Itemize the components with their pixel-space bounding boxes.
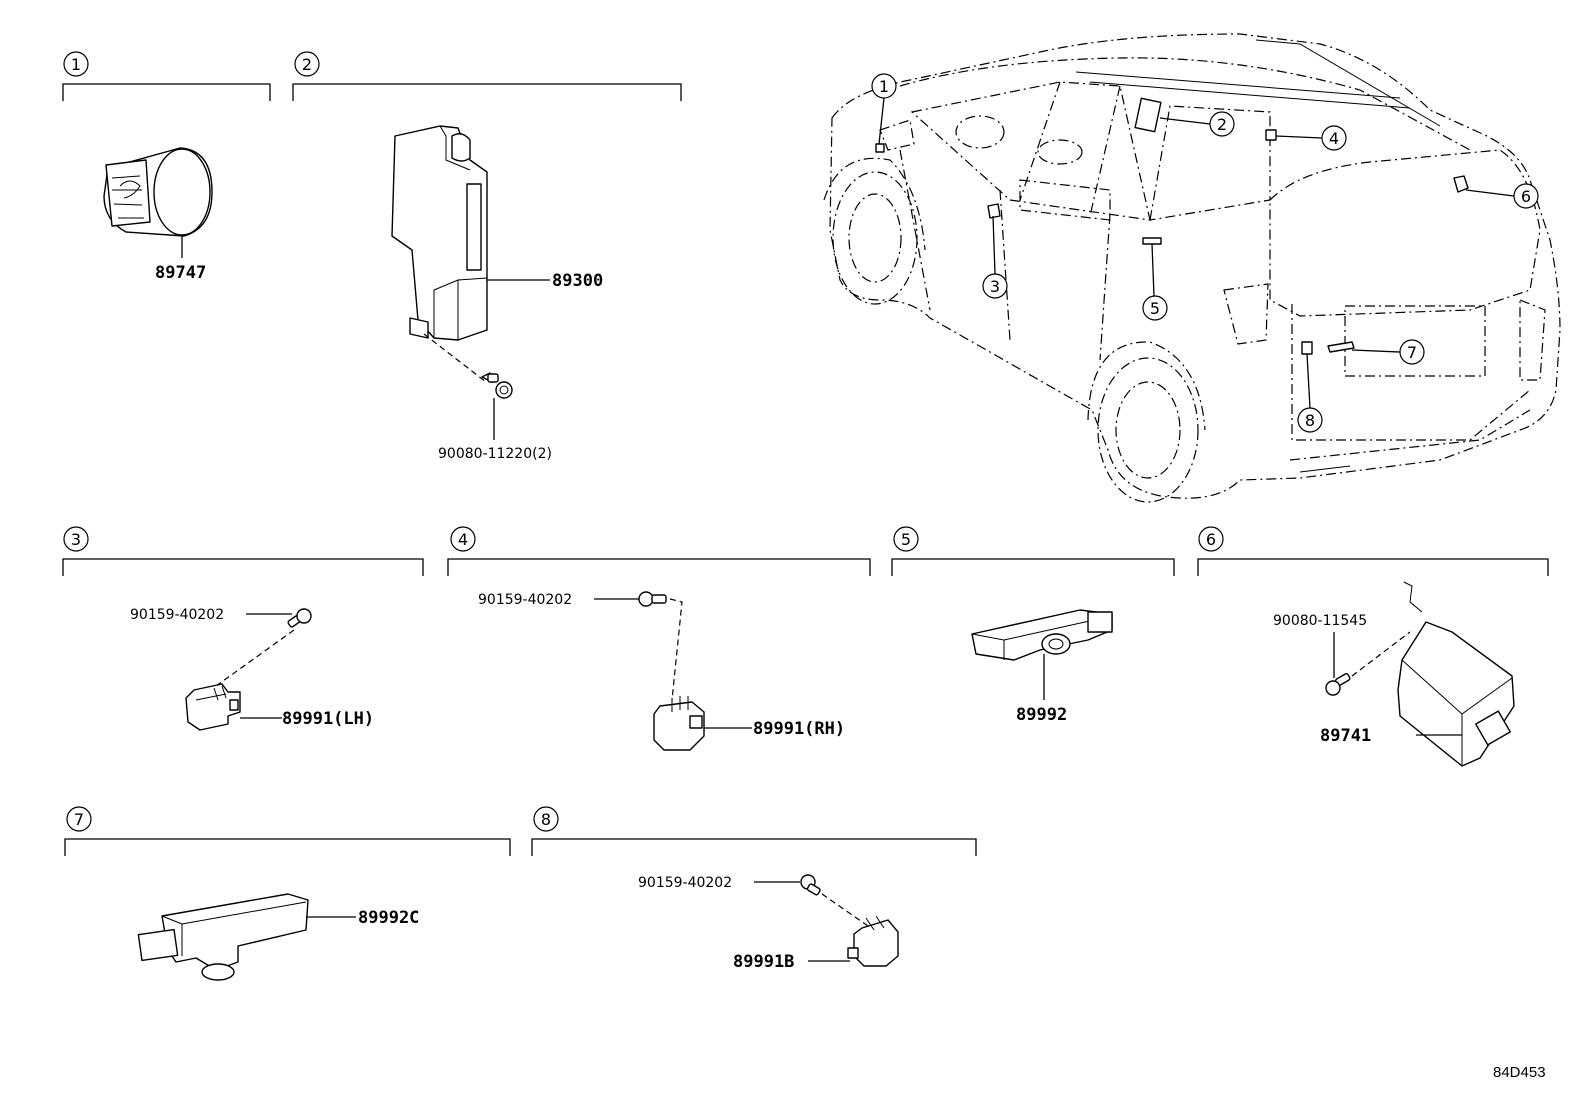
bolt-90159-40202-s3	[287, 608, 312, 628]
bolt-90080-11545-illustration	[1325, 673, 1351, 696]
vehicle-callout-5-number: 5	[1150, 299, 1160, 318]
section-8: 8 90159-40202 89991B	[531, 806, 977, 972]
part-89300-illustration	[391, 125, 488, 341]
section-6: 6 90080-11545 89741	[1197, 526, 1549, 767]
part-number-89992C: 89992C	[358, 908, 419, 928]
section-6-number: 6	[1206, 530, 1216, 549]
part-number-89747: 89747	[155, 263, 206, 283]
vehicle-callout-2	[1209, 111, 1235, 137]
part-89992C-illustration	[137, 893, 309, 981]
vehicle-callout-5	[1142, 295, 1168, 321]
vehicle-callout-1-number: 1	[879, 77, 889, 96]
part-89747-illustration	[103, 147, 213, 237]
vehicle-callout-7	[1399, 339, 1425, 365]
section-3-badge	[63, 526, 89, 552]
bolt-90159-40202-s8	[800, 874, 821, 896]
section-5: 5 89992	[891, 526, 1175, 725]
section-3: 3 90159-40202 89991(LH)	[62, 526, 424, 731]
vehicle-callout-6	[1513, 183, 1539, 209]
part-89991B-illustration	[847, 915, 899, 967]
section-6-badge	[1198, 526, 1224, 552]
vehicle-callout-6-number: 6	[1521, 187, 1531, 206]
part-number-89300: 89300	[552, 271, 603, 291]
vehicle-illustration: 1 2 4 3 5 6 7 8	[823, 33, 1561, 503]
section-8-badge	[533, 806, 559, 832]
part-number-89991B: 89991B	[733, 952, 794, 972]
vehicle-callout-3	[982, 273, 1008, 299]
section-1-badge	[63, 51, 89, 77]
vehicle-callout-3-number: 3	[990, 277, 1000, 296]
section-1: 1 89747	[62, 51, 271, 283]
section-7-badge	[66, 806, 92, 832]
vehicle-callout-4	[1321, 125, 1347, 151]
part-number-90159-40202-s3: 90159-40202	[130, 607, 224, 623]
section-3-number: 3	[71, 530, 81, 549]
section-4-badge	[450, 526, 476, 552]
part-number-89991-LH: 89991(LH)	[282, 709, 374, 729]
vehicle-callout-4-number: 4	[1329, 129, 1339, 148]
part-89741-illustration	[1397, 581, 1515, 767]
bolt-90080-11220-illustration	[481, 372, 513, 399]
section-7-number: 7	[74, 810, 84, 829]
part-number-90159-40202-s8: 90159-40202	[638, 875, 732, 891]
part-89991-RH-illustration	[653, 696, 705, 751]
section-8-number: 8	[541, 810, 551, 829]
part-number-89992: 89992	[1016, 705, 1067, 725]
diagram-code: 84D453	[1493, 1064, 1546, 1081]
part-number-90080-11545: 90080-11545	[1273, 613, 1367, 629]
section-4-number: 4	[458, 530, 468, 549]
vehicle-callout-1	[871, 73, 897, 99]
part-number-90159-40202-s4: 90159-40202	[478, 592, 572, 608]
section-2-badge	[294, 51, 320, 77]
vehicle-callout-8	[1297, 407, 1323, 433]
section-1-number: 1	[71, 55, 81, 74]
section-2-number: 2	[302, 55, 312, 74]
vehicle-callout-8-number: 8	[1305, 411, 1315, 430]
section-7: 7 89992C	[64, 806, 511, 981]
part-89991-LH-illustration	[185, 683, 241, 731]
section-2: 2 89300 90080-11220(2)	[292, 51, 682, 462]
bolt-90159-40202-s4	[638, 591, 667, 607]
vehicle-callout-2-number: 2	[1217, 115, 1227, 134]
part-89992-illustration	[971, 609, 1113, 661]
part-number-89741: 89741	[1320, 726, 1371, 746]
section-5-number: 5	[901, 530, 911, 549]
vehicle-callout-7-number: 7	[1407, 343, 1417, 362]
section-5-badge	[893, 526, 919, 552]
section-4: 4 90159-40202 89991(RH)	[447, 526, 871, 751]
part-number-90080-11220: 90080-11220(2)	[438, 446, 552, 462]
part-number-89991-RH: 89991(RH)	[753, 719, 845, 739]
